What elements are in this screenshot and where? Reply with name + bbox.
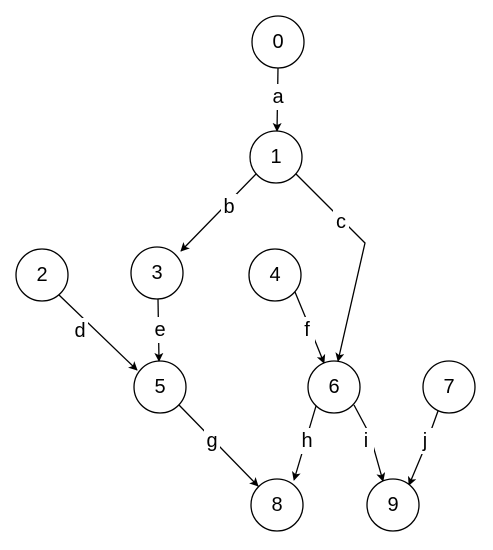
edge-label-background <box>152 317 168 343</box>
node-4: 4 <box>248 248 302 302</box>
edge-e: e <box>152 298 168 362</box>
node-label-1: 1 <box>270 146 281 168</box>
edge-c: c <box>295 173 366 362</box>
node-circle-4 <box>248 248 302 302</box>
edge-label-b: b <box>223 196 234 218</box>
node-label-6: 6 <box>328 376 339 398</box>
edge-label-c: c <box>336 211 346 233</box>
node-7: 7 <box>422 360 476 414</box>
node-circle-1 <box>249 130 303 184</box>
edge-arrow-d <box>58 294 138 371</box>
node-circle-3 <box>130 246 184 300</box>
edge-d: d <box>58 294 138 371</box>
edge-label-j: j <box>422 430 427 452</box>
edge-label-background <box>270 84 286 110</box>
node-circle-2 <box>15 248 69 302</box>
node-5: 5 <box>133 360 187 414</box>
edge-arrow-b <box>180 173 257 252</box>
node-circle-7 <box>422 360 476 414</box>
edge-label-background <box>204 428 220 454</box>
edge-label-e: e <box>154 319 165 341</box>
edge-label-background <box>221 194 237 220</box>
edge-i: i <box>353 404 386 482</box>
node-0: 0 <box>251 15 305 69</box>
node-label-0: 0 <box>272 31 283 53</box>
node-label-7: 7 <box>443 376 454 398</box>
edge-a: a <box>270 67 286 132</box>
edge-label-background <box>333 209 349 235</box>
edge-label-g: g <box>206 430 217 452</box>
edge-j: j <box>407 410 439 486</box>
edge-label-background <box>358 428 374 454</box>
node-label-8: 8 <box>271 494 282 516</box>
edge-label-f: f <box>304 319 310 341</box>
edge-label-background <box>299 317 315 343</box>
node-9: 9 <box>366 478 420 532</box>
node-6: 6 <box>307 360 361 414</box>
edge-label-d: d <box>74 320 85 342</box>
node-label-4: 4 <box>269 264 280 286</box>
edge-label-h: h <box>301 430 312 452</box>
node-circle-8 <box>250 478 304 532</box>
edge-label-background <box>417 428 433 454</box>
node-1: 1 <box>249 130 303 184</box>
node-label-3: 3 <box>151 262 162 284</box>
node-label-5: 5 <box>154 376 165 398</box>
edge-label-background <box>299 428 315 454</box>
edge-f: f <box>294 291 326 364</box>
edge-g: g <box>178 404 259 487</box>
nodes-layer: 0 1 2 3 4 5 6 7 8 9 <box>15 15 476 532</box>
node-circle-6 <box>307 360 361 414</box>
edge-label-a: a <box>272 86 284 108</box>
node-circle-9 <box>366 478 420 532</box>
node-3: 3 <box>130 246 184 300</box>
edge-label-i: i <box>364 430 368 452</box>
node-label-9: 9 <box>387 494 398 516</box>
node-8: 8 <box>250 478 304 532</box>
edge-label-background <box>72 318 88 344</box>
edge-b: b <box>180 173 257 252</box>
edges-layer: a b c d e f g h i j <box>58 67 439 487</box>
node-label-2: 2 <box>36 264 47 286</box>
node-circle-5 <box>133 360 187 414</box>
node-circle-0 <box>251 15 305 69</box>
edge-h: h <box>291 405 317 481</box>
node-2: 2 <box>15 248 69 302</box>
edge-arrow-c <box>295 173 366 362</box>
